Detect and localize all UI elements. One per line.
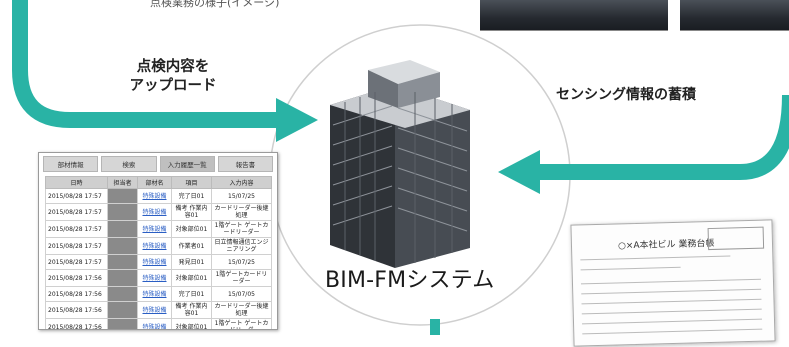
cell-content: 日立情報通信エンジニアリング <box>211 237 272 255</box>
ledger-title: ○×A本社ビル 業務台帳 <box>617 238 715 252</box>
cell-content: 15/07/05 <box>211 286 272 302</box>
ledger-stamp-box <box>707 226 765 251</box>
cell-datetime: 2015/08/28 17:56 <box>45 318 108 329</box>
cell-item: 対象部位01 <box>171 318 212 329</box>
upload-label-line1: 点検内容を <box>136 59 210 75</box>
cell-content: 1階ゲート ゲートカードリーダー <box>211 318 272 329</box>
ledger-line <box>581 308 762 315</box>
header-part: 部材名 <box>137 176 172 189</box>
cell-datetime: 2015/08/28 17:57 <box>45 237 108 255</box>
ledger-line <box>582 318 762 325</box>
cell-item: 備考 作業内容01 <box>171 301 212 319</box>
cell-person <box>107 301 138 319</box>
tab-input-history[interactable]: 入力履歴一覧 <box>159 156 215 172</box>
cell-datetime: 2015/08/28 17:57 <box>45 220 108 238</box>
cell-datetime: 2015/08/28 17:57 <box>45 203 108 221</box>
ledger-line <box>582 328 763 335</box>
upload-label-line2: アップロード <box>129 78 217 94</box>
cell-datetime: 2015/08/28 17:56 <box>45 286 108 302</box>
cell-part-link[interactable]: 特殊設備 <box>137 254 172 270</box>
cell-person <box>107 237 138 255</box>
cell-datetime: 2015/08/28 17:56 <box>45 269 108 287</box>
ledger-line <box>581 298 762 305</box>
cell-content: 15/07/25 <box>211 188 272 204</box>
cell-person <box>107 318 138 329</box>
cell-part-link[interactable]: 特殊設備 <box>137 301 172 319</box>
cell-item: 対象部位01 <box>171 220 212 238</box>
cell-part-link[interactable]: 特殊設備 <box>137 286 172 302</box>
sensing-arrow <box>536 94 789 180</box>
cell-content: 1階ゲート ゲートカードリーダー <box>211 220 272 238</box>
header-content: 入力内容 <box>211 176 272 189</box>
cell-content: 15/07/25 <box>211 254 272 270</box>
cell-content: 1階ゲートカードリーダー <box>211 269 272 287</box>
cell-item: 備考 作業内容01 <box>171 203 212 221</box>
cell-item: 作業者01 <box>171 237 212 255</box>
photo-caption: 点検業務の様子(イメージ) <box>150 0 280 9</box>
ledger-document: ○×A本社ビル 業務台帳 <box>570 219 776 347</box>
cell-content: カードリーダー後継処理 <box>211 203 272 221</box>
ledger-line <box>581 288 762 295</box>
cell-part-link[interactable]: 特殊設備 <box>137 220 172 238</box>
cell-person <box>107 203 138 221</box>
inspection-history-panel: 部材情報 検索 入力履歴一覧 報告書 日時 担当者 部材名 項目 入力内容 20… <box>38 152 278 330</box>
cell-content: カードリーダー後継処理 <box>211 301 272 319</box>
upload-arrow-head <box>276 98 318 142</box>
cell-part-link[interactable]: 特殊設備 <box>137 203 172 221</box>
system-title: BIM-FMシステム <box>325 268 495 293</box>
header-datetime: 日時 <box>45 176 108 189</box>
ledger-line <box>580 266 681 271</box>
inspection-photo-2 <box>680 0 789 31</box>
down-arrow-stub <box>430 319 440 335</box>
tab-parts-info[interactable]: 部材情報 <box>43 156 99 172</box>
header-item: 項目 <box>171 176 212 189</box>
upload-label: 点検内容を アップロード <box>118 58 228 96</box>
cell-person <box>107 188 138 204</box>
cell-part-link[interactable]: 特殊設備 <box>137 318 172 329</box>
cell-item: 完了日01 <box>171 188 212 204</box>
sensing-label: センシング情報の蓄積 <box>556 87 696 103</box>
tab-search[interactable]: 検索 <box>101 156 157 172</box>
cell-item: 完了日01 <box>171 286 212 302</box>
inspection-photo <box>480 0 668 31</box>
panel-tabs: 部材情報 検索 入力履歴一覧 報告書 <box>43 156 273 172</box>
flow-diagram <box>12 0 789 326</box>
ledger-line <box>580 278 761 285</box>
upload-arrow <box>12 0 278 128</box>
ledger-line <box>580 255 731 261</box>
cell-part-link[interactable]: 特殊設備 <box>137 269 172 287</box>
cell-part-link[interactable]: 特殊設備 <box>137 237 172 255</box>
history-header-row: 日時 担当者 部材名 項目 入力内容 <box>45 176 272 189</box>
cell-datetime: 2015/08/28 17:56 <box>45 301 108 319</box>
cell-person <box>107 254 138 270</box>
cell-datetime: 2015/08/28 17:57 <box>45 254 108 270</box>
building-model <box>330 60 470 268</box>
cell-part-link[interactable]: 特殊設備 <box>137 188 172 204</box>
sensing-arrow-head <box>498 150 540 194</box>
cell-item: 対象部位01 <box>171 269 212 287</box>
cell-person <box>107 286 138 302</box>
cell-item: 発見日01 <box>171 254 212 270</box>
tab-report[interactable]: 報告書 <box>217 156 273 172</box>
cell-person <box>107 269 138 287</box>
header-person: 担当者 <box>107 176 138 189</box>
cell-person <box>107 220 138 238</box>
cell-datetime: 2015/08/28 17:57 <box>45 188 108 204</box>
